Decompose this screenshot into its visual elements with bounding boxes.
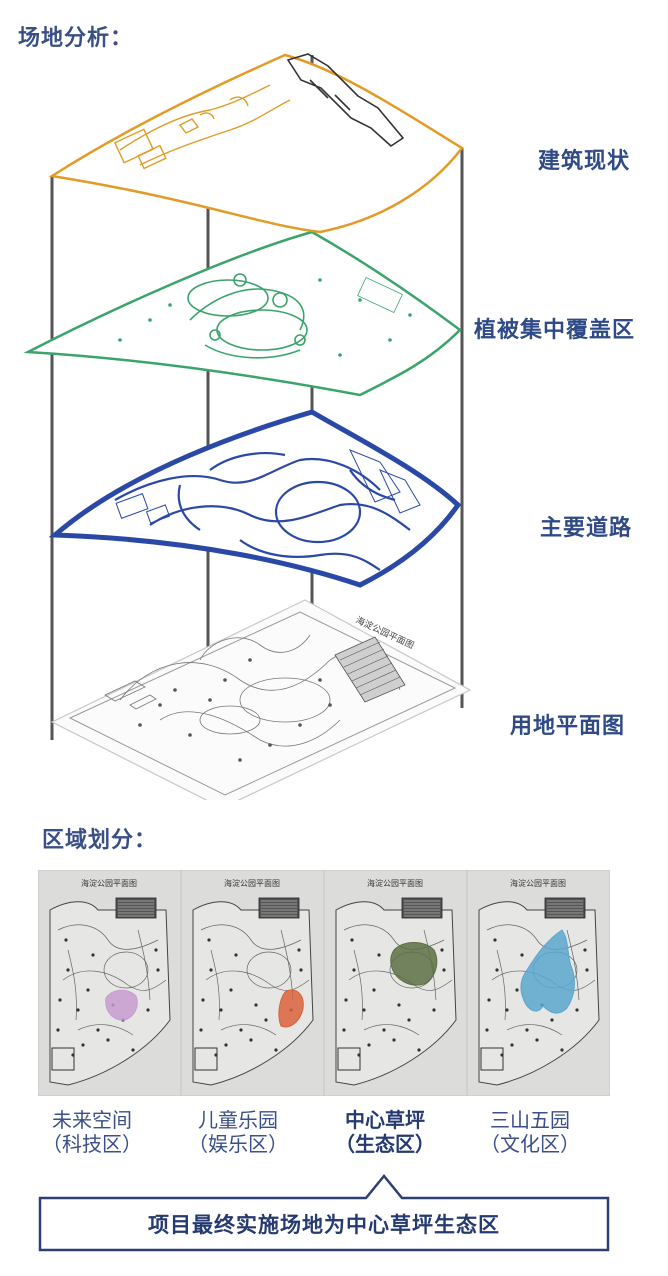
zone-name: 未来空间	[52, 1108, 132, 1132]
zone-panel-culture: 海淀公园平面图	[467, 870, 610, 1096]
panel-map-title: 海淀公园平面图	[367, 878, 423, 888]
highlighted-zone	[105, 989, 138, 1021]
layer-label-roads: 主要道路	[540, 516, 633, 541]
zone-name: 中心草坪	[345, 1108, 425, 1132]
layer-label-vegetation: 植被集中覆盖区	[474, 318, 636, 343]
panel-map-title: 海淀公园平面图	[510, 878, 566, 888]
building-mark	[480, 1047, 504, 1071]
layer-vegetation	[23, 230, 462, 397]
zone-panel-ecology: 海淀公园平面图	[324, 870, 467, 1096]
layer-site-plan: 海淀公园平面图	[50, 599, 472, 800]
zone-name: 儿童乐园	[198, 1108, 278, 1132]
layer-stack-diagram: 海淀公园平面图	[23, 53, 472, 800]
building-mark	[337, 1047, 361, 1071]
zone-panel-tech: 海淀公园平面图	[38, 870, 181, 1096]
building-mark	[194, 1047, 218, 1071]
zone-map-panels: 海淀公园平面图 海淀公园平面图 海淀公园平面图 海淀公园平面图	[38, 870, 610, 1096]
zone-caption-culture: 三山五园 （文化区）	[450, 1108, 610, 1156]
layer-main-roads	[48, 409, 462, 588]
zone-sub: （生态区）	[335, 1132, 435, 1156]
conclusion-text: 项目最终实施场地为中心草坪生态区	[148, 1213, 500, 1237]
conclusion-callout-frame	[38, 1174, 610, 1252]
zone-sub: （科技区）	[42, 1132, 142, 1156]
zone-division-title: 区域划分：	[42, 828, 158, 853]
layer-existing-buildings	[48, 53, 464, 234]
highlighted-zone	[390, 942, 438, 986]
highlighted-zone	[278, 989, 304, 1028]
panel-map-title: 海淀公园平面图	[224, 878, 280, 888]
zone-name: 三山五园	[490, 1108, 570, 1132]
layer-label-site-plan: 用地平面图	[510, 714, 626, 739]
panel-map-title: 海淀公园平面图	[81, 878, 137, 888]
building-mark	[51, 1047, 75, 1071]
zone-caption-entertainment: 儿童乐园 （娱乐区）	[158, 1108, 318, 1156]
zone-sub: （文化区）	[480, 1132, 580, 1156]
highlighted-zone	[520, 929, 575, 1014]
layer-label-buildings: 建筑现状	[538, 149, 631, 174]
zone-caption-tech: 未来空间 （科技区）	[12, 1108, 172, 1156]
zone-caption-ecology: 中心草坪 （生态区）	[305, 1108, 465, 1156]
zone-sub: （娱乐区）	[188, 1132, 288, 1156]
site-analysis-title: 场地分析：	[18, 26, 134, 51]
zone-panel-entertainment: 海淀公园平面图	[181, 870, 324, 1096]
